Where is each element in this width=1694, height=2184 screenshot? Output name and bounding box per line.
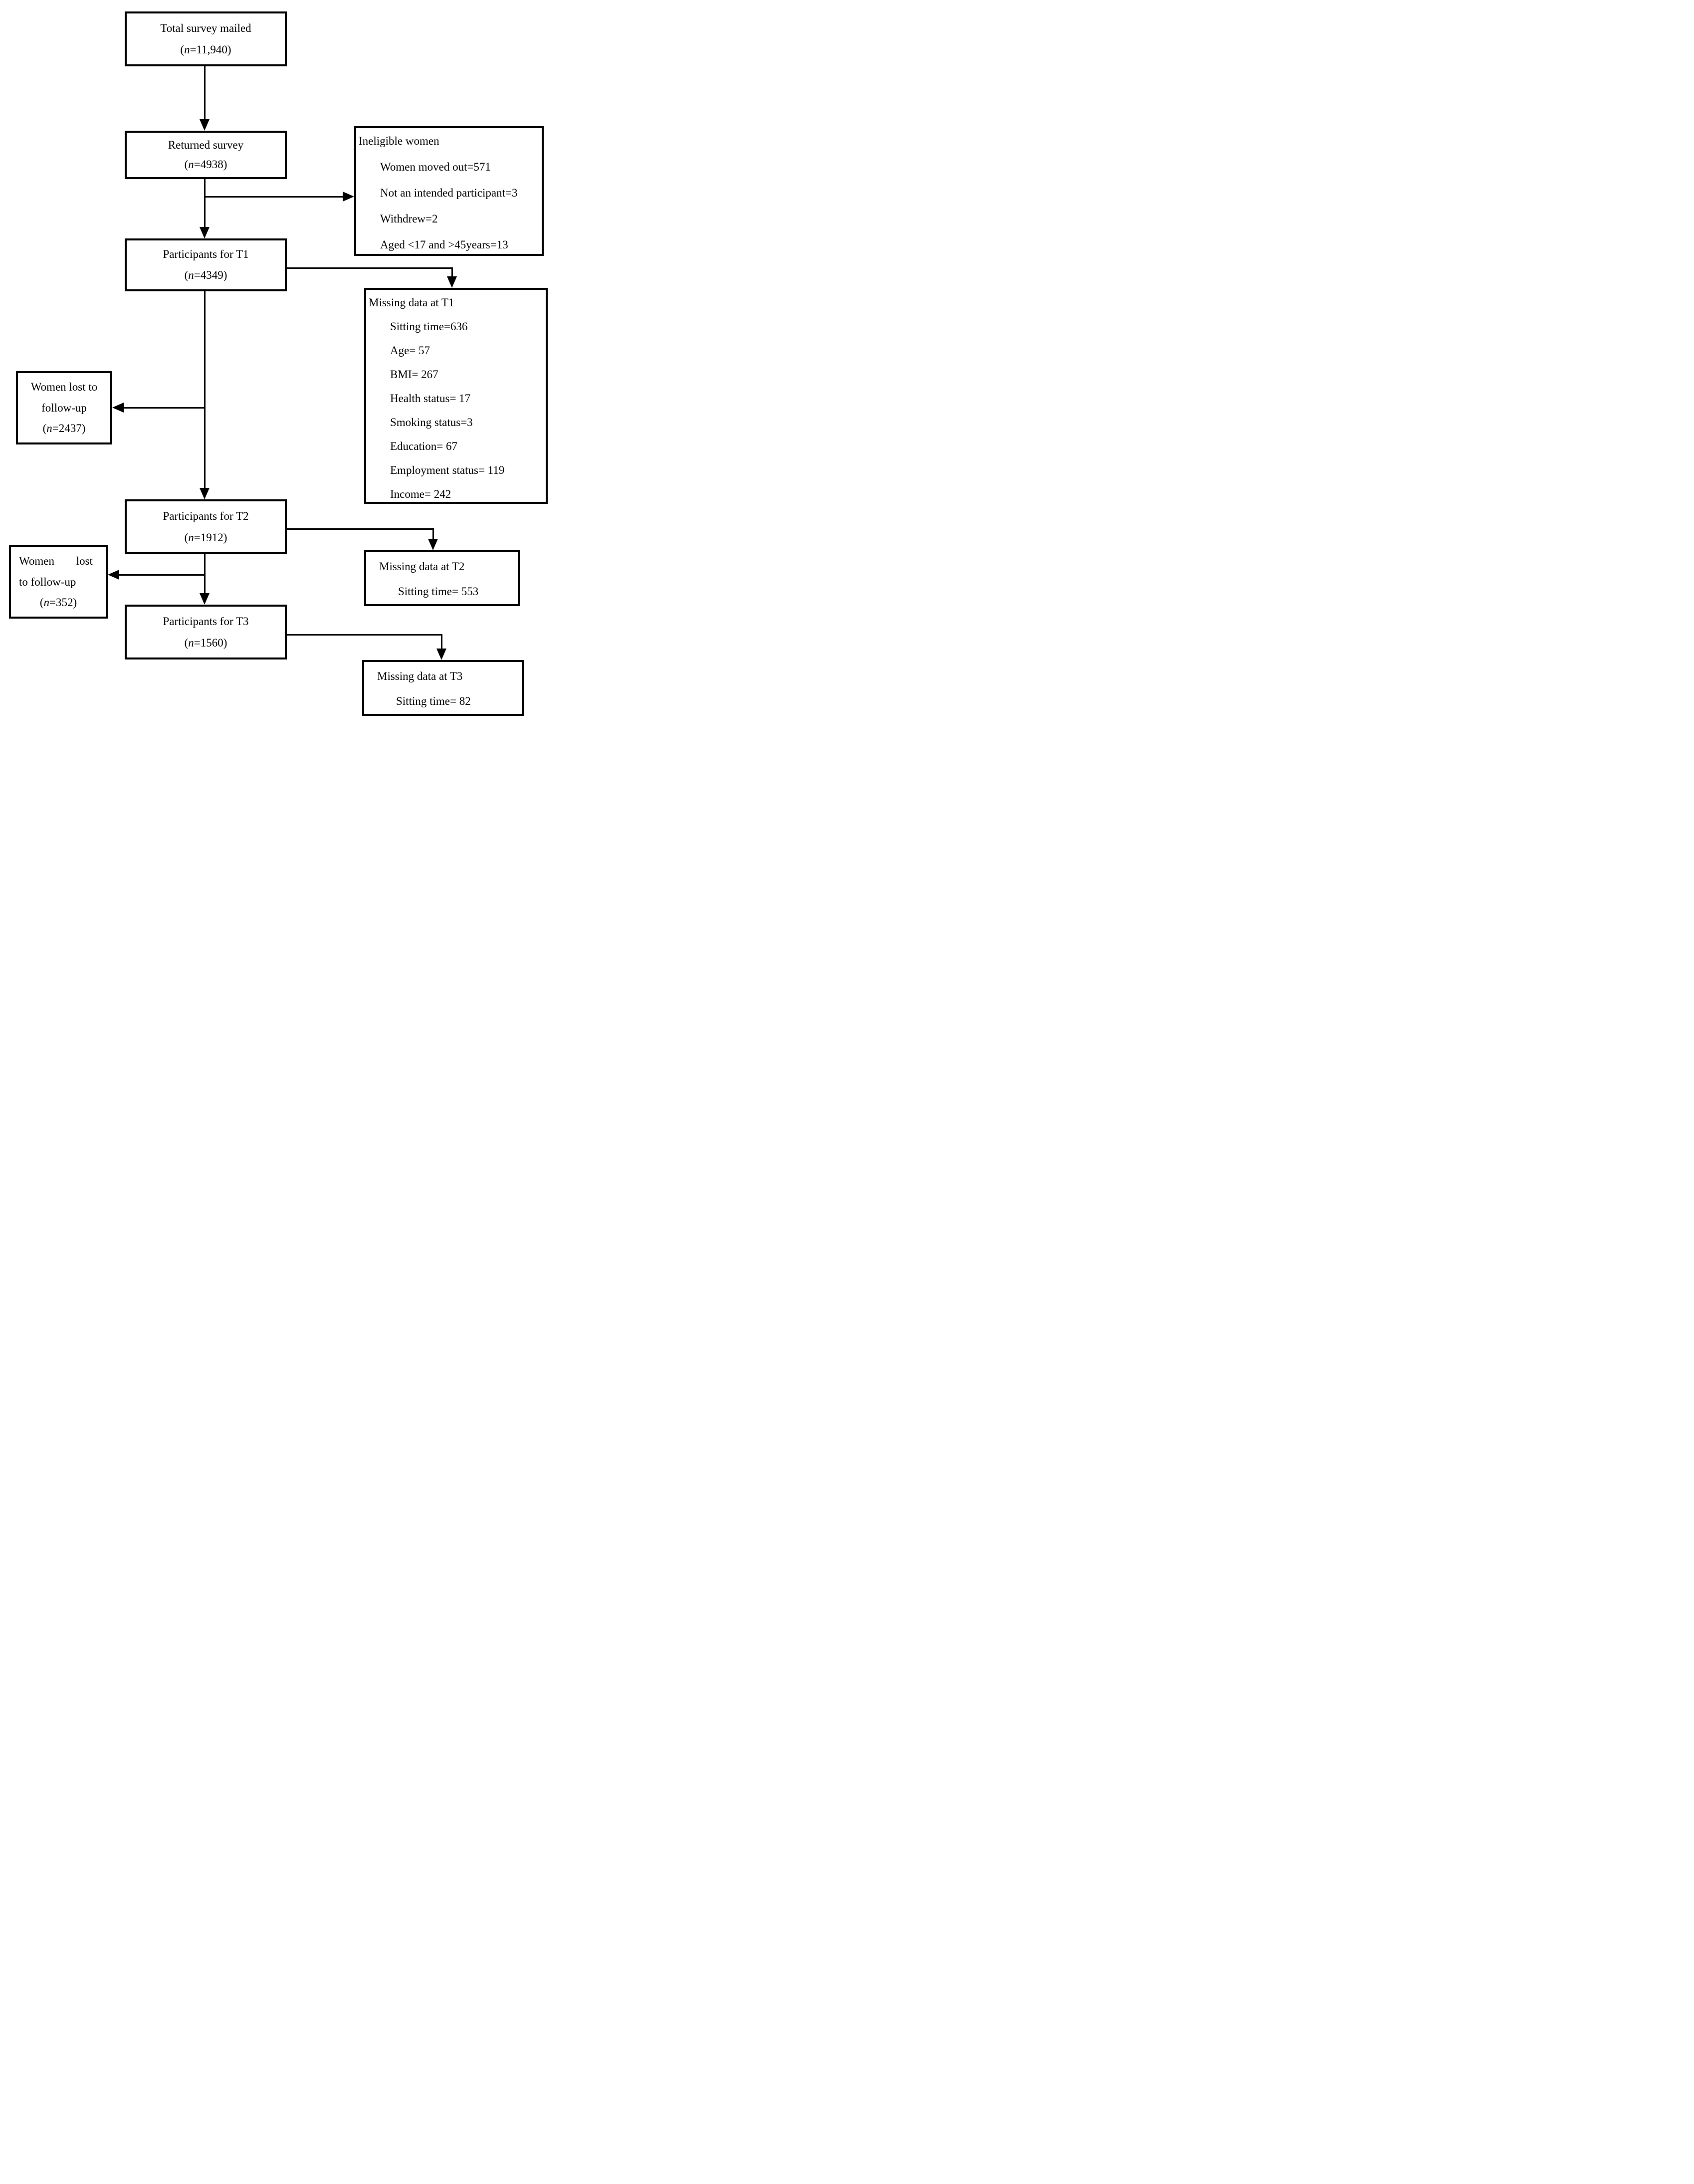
box-title: Total survey mailed [160,21,251,34]
box-women-lost-followup-1: Women lost to follow-up (n=2437) [16,371,112,444]
box-missing-data-t2: Missing data at T2 Sitting time= 553 [364,550,520,606]
box-n-count: (n=1912) [184,531,227,544]
side-box-item: Employment status= 119 [390,464,505,476]
lost-box-line: to follow-up [19,575,76,588]
lost-box-line: Women lost [19,555,93,568]
arrowhead-down-participants-t1 [200,227,210,238]
side-box-item: Age= 57 [390,344,430,357]
arrowhead-down-participants-t3 [200,593,210,605]
side-box-item: Aged <17 and >45years=13 [380,238,508,251]
side-box-item: Sitting time=636 [390,320,468,333]
side-box-item: Education= 67 [390,440,457,452]
connector-branch-ineligible [205,196,343,198]
box-n-count: (n=4349) [184,269,227,282]
lost-box-line: Women lost to [30,381,98,394]
connector-t1-to-missing-v [451,267,453,278]
side-box-item: BMI= 267 [390,368,438,381]
arrowhead-left-women-lost-1 [112,403,124,413]
side-box-item: Sitting time= 82 [396,695,471,707]
box-missing-data-t3: Missing data at T3 Sitting time= 82 [362,660,524,716]
arrowhead-down-missing-data-t2 [428,539,438,550]
arrowhead-right-ineligible-women [343,192,354,202]
lost-box-n-count: (n=352) [39,596,77,609]
arrowhead-down-missing-data-t1 [447,276,457,288]
box-n-count: (n=1560) [184,636,227,649]
box-returned-survey: Returned survey (n=4938) [125,131,287,179]
arrowhead-down-participants-t2 [200,488,210,499]
connector-t1-to-missing-h [287,267,453,269]
side-box-header: Missing data at T3 [377,670,463,682]
side-box-item: Women moved out=571 [380,161,491,173]
side-box-item: Health status= 17 [390,392,471,405]
box-n-count: (n=11,940) [180,43,231,56]
lost-box-n-count: (n=2437) [42,422,86,435]
side-box-header: Missing data at T1 [369,296,454,309]
box-title: Participants for T1 [163,248,249,261]
box-women-lost-followup-2: Women lost to follow-up (n=352) [9,545,108,619]
box-participants-t2: Participants for T2 (n=1912) [125,499,287,554]
side-box-header: Ineligible women [359,135,439,147]
lost-box-line: follow-up [41,401,87,414]
connector-returned-to-t1 [204,179,206,228]
side-box-item: Smoking status=3 [390,416,473,429]
connector-t2-to-missing-h [287,528,434,530]
arrowhead-down-missing-data-t3 [436,649,446,660]
box-ineligible-women: Ineligible women Women moved out=571 Not… [354,126,544,256]
arrowhead-left-women-lost-2 [108,570,119,580]
connector-t3-to-missing-v [441,634,442,650]
box-participants-t1: Participants for T1 (n=4349) [125,238,287,291]
side-box-item: Not an intended participant=3 [380,187,518,199]
connector-branch-lost-2 [118,574,206,576]
box-missing-data-t1: Missing data at T1 Sitting time=636 Age=… [364,288,548,504]
connector-t3-to-missing-h [287,634,442,636]
connector-branch-lost-1 [123,407,206,409]
side-box-item: Withdrew=2 [380,213,438,225]
side-box-header: Missing data at T2 [379,560,465,573]
flow-diagram: Total survey mailed (n=11,940) Returned … [0,0,565,728]
arrowhead-down-returned-survey [200,119,210,131]
connector-t1-to-t2 [204,291,206,489]
box-n-count: (n=4938) [184,158,227,171]
side-box-item: Sitting time= 553 [398,585,479,598]
connector-t2-to-missing-v [432,528,434,540]
box-title: Participants for T2 [163,509,249,522]
box-title: Participants for T3 [163,615,249,628]
connector-total-to-returned [204,66,206,121]
box-total-survey-mailed: Total survey mailed (n=11,940) [125,11,287,66]
side-box-item: Income= 242 [390,488,451,500]
box-participants-t3: Participants for T3 (n=1560) [125,605,287,659]
box-title: Returned survey [168,139,244,152]
